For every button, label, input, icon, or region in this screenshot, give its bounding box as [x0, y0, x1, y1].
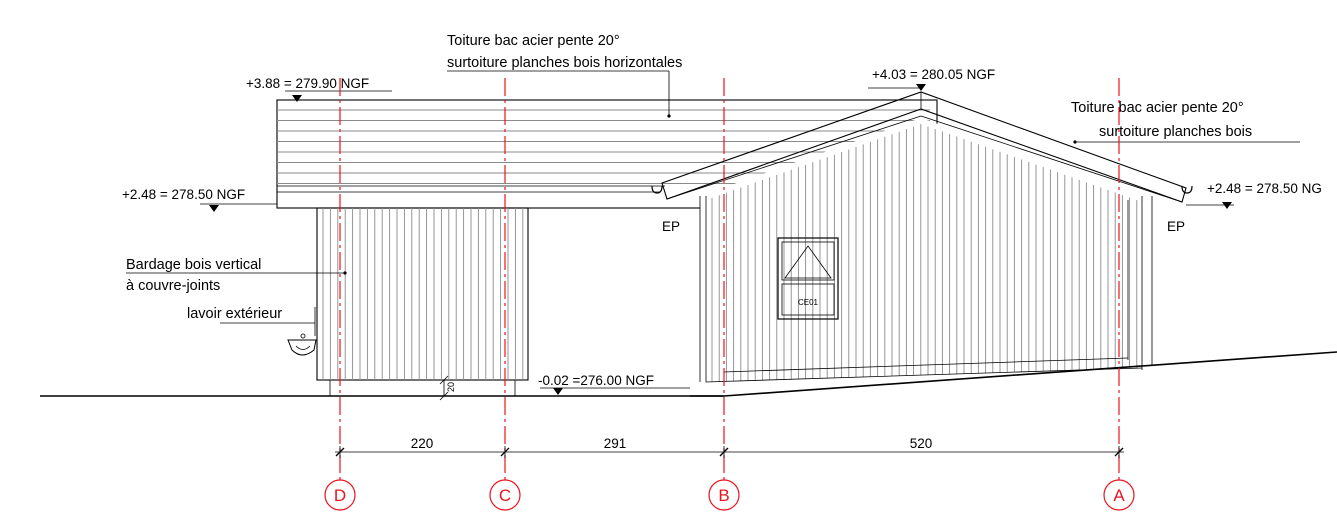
roof-left-line2: surtoiture planches bois horizontales: [447, 55, 682, 71]
dim-520: 520: [910, 436, 933, 451]
level-ground: -0.02 =276.00 NGF: [538, 373, 690, 395]
annotation-roof-left: Toiture bac acier pente 20° surtoiture p…: [447, 33, 682, 118]
roof-right-line2: surtoiture planches bois: [1099, 124, 1252, 140]
level-top-left: +3.88 = 279.90 NGF: [246, 76, 392, 102]
dimension-line: 220 291 520: [335, 436, 1124, 458]
window-ce01: CE01: [777, 237, 839, 320]
grid-axes: [339, 78, 1120, 480]
level-ridge: +4.03 = 280.05 NGF: [868, 67, 995, 91]
gable-roof: [661, 91, 1187, 203]
base-dim-label: 20: [446, 382, 456, 392]
level-eave-right-label: +2.48 = 278.50 NG: [1207, 181, 1322, 196]
roof-left-line1: Toiture bac acier pente 20°: [447, 33, 620, 49]
level-ridge-label: +4.03 = 280.05 NGF: [872, 67, 995, 82]
base-dimension: 20: [439, 375, 456, 401]
annotation-lavoir: lavoir extérieur: [187, 306, 316, 336]
dim-220: 220: [411, 436, 434, 451]
axis-b-label: B: [718, 486, 729, 505]
level-eave-right: +2.48 = 278.50 NG: [1186, 181, 1322, 209]
level-eave-left: +2.48 = 278.50 NGF: [122, 187, 277, 212]
bardage-line1: Bardage bois vertical: [126, 257, 261, 273]
lavoir-label: lavoir extérieur: [187, 306, 282, 322]
annotation-bardage: Bardage bois vertical à couvre-joints: [126, 257, 347, 294]
left-wall: [316, 207, 529, 396]
ground-line: [40, 351, 1337, 397]
roof-right-line1: Toiture bac acier pente 20°: [1071, 100, 1244, 116]
ep-right-label: EP: [1167, 219, 1185, 234]
axis-bubble-d: D: [324, 479, 356, 511]
annotation-roof-right: Toiture bac acier pente 20° surtoiture p…: [1071, 100, 1300, 144]
level-eave-left-label: +2.48 = 278.50 NGF: [122, 187, 245, 202]
gutter-right: [1181, 185, 1193, 194]
axis-a-label: A: [1113, 486, 1125, 505]
level-ground-label: -0.02 =276.00 NGF: [538, 373, 654, 388]
axis-bubble-c: C: [489, 479, 521, 511]
left-roof: [276, 99, 938, 209]
ep-left-label: EP: [662, 219, 680, 234]
axis-bubble-a: A: [1103, 479, 1135, 511]
axis-bubble-b: B: [708, 479, 740, 511]
gutter-left: [651, 185, 663, 194]
window-code: CE01: [798, 298, 819, 307]
lavoir: [287, 333, 317, 356]
axis-d-label: D: [334, 486, 346, 505]
bardage-line2: à couvre-joints: [126, 278, 220, 294]
gable-building: [699, 118, 1153, 383]
level-top-left-label: +3.88 = 279.90 NGF: [246, 76, 369, 91]
axis-c-label: C: [499, 486, 511, 505]
dim-291: 291: [604, 436, 627, 451]
